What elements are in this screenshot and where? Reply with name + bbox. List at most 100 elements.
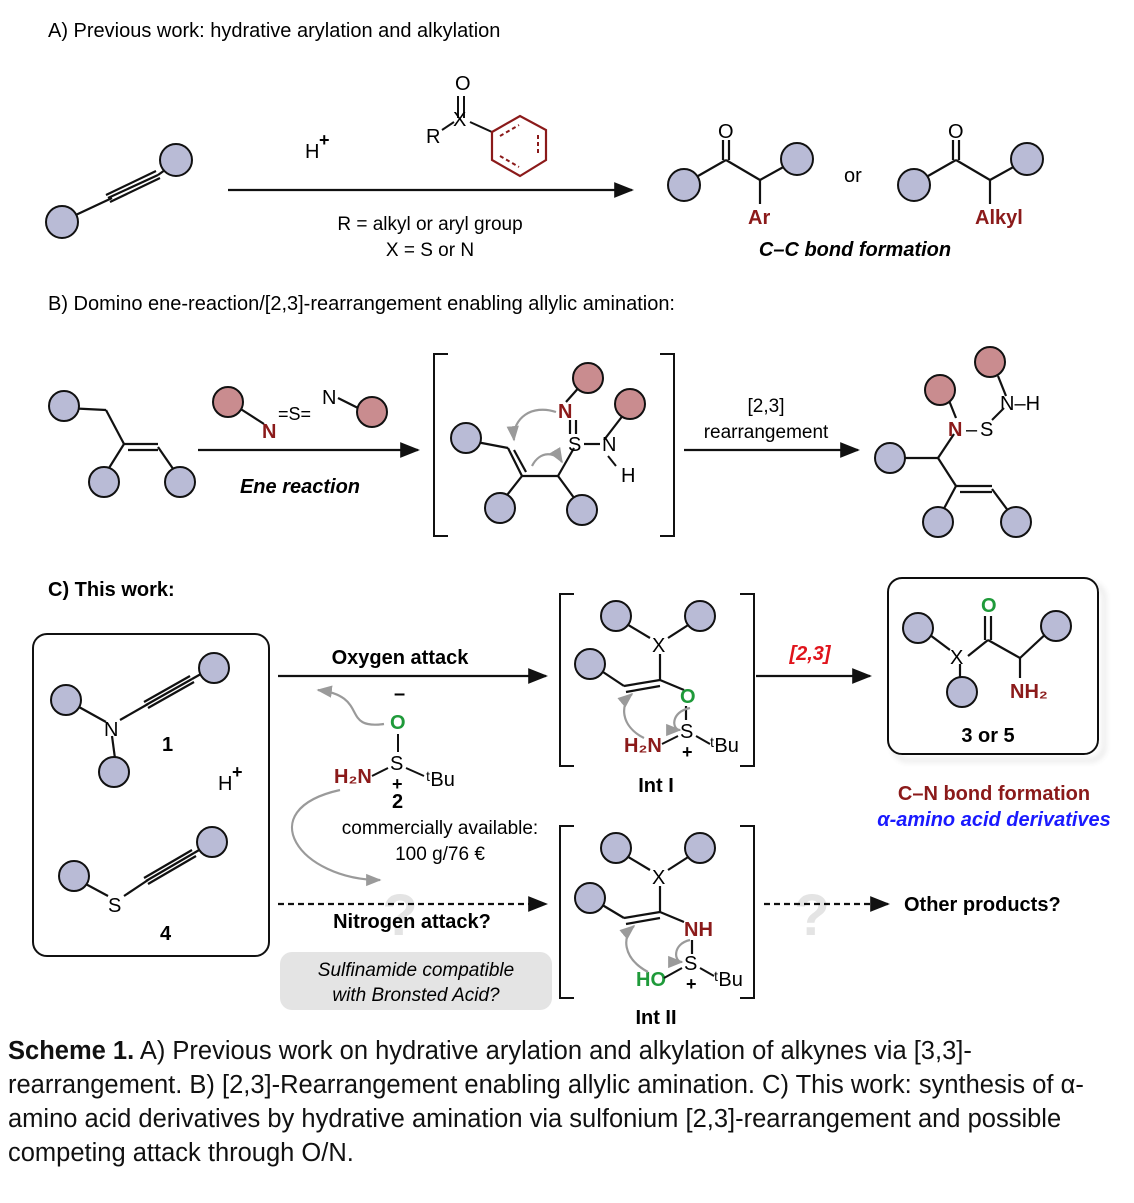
svg-text:X: X [652, 635, 665, 657]
substituent-node [897, 168, 931, 202]
aryl-ketone-product [683, 140, 797, 204]
svg-text:H: H [621, 465, 635, 487]
svg-text:ᵗBu: ᵗBu [710, 735, 739, 757]
substituent-node-red [924, 374, 956, 406]
svg-text:H₂N: H₂N [334, 766, 372, 788]
sulfur-diimide-reagent: N =S= N [212, 386, 388, 443]
alkyne-a [64, 161, 177, 221]
substituent-node [98, 756, 130, 788]
substituent-node [48, 390, 80, 422]
substituent-node [667, 168, 701, 202]
substituent-node [874, 442, 906, 474]
svg-text:S: S [980, 419, 993, 441]
svg-text:O: O [981, 595, 997, 617]
caption-text: A) Previous work on hydrative arylation … [8, 1037, 1084, 1167]
reaction-scheme: A) Previous work: hydrative arylation an… [32, 20, 1111, 1029]
reagent-r: R [426, 126, 440, 148]
substituent-node [196, 826, 228, 858]
substituent-node [88, 466, 120, 498]
curved-arrow [617, 693, 645, 739]
s-label: S [108, 895, 121, 917]
curved-arrow [668, 938, 691, 969]
rearrangement-label-c: [2,3] [788, 643, 831, 665]
substituent-node [450, 422, 482, 454]
cc-bond-label: C–C bond formation [759, 239, 951, 261]
substituent-node [566, 494, 598, 526]
svg-text:–: – [394, 683, 405, 705]
substituent-node [902, 612, 934, 644]
compound-1-label: 1 [162, 734, 173, 756]
alkyl-ketone-product [913, 140, 1027, 204]
or-label: or [844, 165, 862, 187]
ar-label: Ar [748, 207, 770, 229]
svg-text:ᵗBu: ᵗBu [714, 969, 743, 991]
curved-arrow [619, 925, 649, 973]
svg-text:X: X [950, 647, 963, 669]
ene-intermediate [465, 383, 625, 507]
product-label: 3 or 5 [961, 725, 1014, 747]
figure-caption: Scheme 1. A) Previous work on hydrative … [8, 1034, 1126, 1170]
substituent-node [780, 142, 814, 176]
bracket-b [433, 353, 675, 537]
substituent-node [574, 882, 606, 914]
plus-sign: + [319, 130, 330, 150]
substituent-node-red [974, 346, 1006, 378]
svg-text:N: N [602, 434, 616, 456]
ynamide-1 [69, 669, 209, 767]
question-bubble [280, 952, 552, 1010]
product-o: O [948, 121, 964, 143]
bubble-line-2: with Bronsted Acid? [332, 985, 500, 1006]
cn-bond-label: C–N bond formation [898, 783, 1090, 805]
substituent-node [164, 466, 196, 498]
substituent-node [50, 684, 82, 716]
arrow-b2-label-1: [2,3] [748, 396, 785, 417]
substituent-node [600, 832, 632, 864]
plus-sign: + [232, 762, 243, 782]
question-mark-bg: ? [382, 883, 417, 948]
substituent-node [574, 648, 606, 680]
svg-text:S: S [680, 721, 693, 743]
curved-arrow [666, 706, 691, 737]
svg-text:N: N [262, 421, 276, 443]
commercial-label-1: commercially available: [342, 818, 538, 839]
product-o: O [718, 121, 734, 143]
arrow-b2-label-2: rearrangement [704, 422, 829, 443]
svg-text:S: S [684, 953, 697, 975]
alkene-substrate [65, 406, 179, 477]
sulfinamide-2: – O S + H₂N ᵗBu 2 [334, 683, 455, 813]
svg-text:S: S [568, 434, 581, 456]
substituent-node [45, 205, 79, 239]
curved-arrow [506, 408, 557, 442]
int-2-label: Int II [635, 1007, 676, 1029]
curved-arrow [316, 685, 385, 726]
section-c-heading: C) This work: [48, 579, 175, 601]
curved-arrow [531, 446, 563, 467]
substituent-node [1040, 610, 1072, 642]
commercial-label-2: 100 g/76 € [395, 844, 485, 865]
substituent-node [484, 492, 516, 524]
substituent-node-red [572, 362, 604, 394]
int-1-label: Int I [638, 775, 674, 797]
svg-text:O: O [390, 712, 406, 734]
intermediate-2 [593, 851, 697, 954]
reagent-ar-x: O X R [426, 73, 548, 178]
svg-text:S: S [390, 753, 403, 775]
svg-text:+: + [682, 742, 693, 762]
other-products-label: Other products? [904, 894, 1061, 916]
substituent-node [946, 676, 978, 708]
caption-bold: Scheme 1. [8, 1037, 135, 1065]
svg-text:=S=: =S= [278, 404, 311, 424]
svg-text:N: N [322, 387, 336, 409]
svg-text:+: + [392, 774, 403, 794]
svg-text:N: N [948, 419, 962, 441]
section-a-heading: A) Previous work: hydrative arylation an… [48, 20, 500, 42]
n-label: N [104, 719, 118, 741]
reagent-o: O [455, 73, 471, 95]
svg-text:+: + [686, 974, 697, 994]
substituent-node [198, 652, 230, 684]
h-plus-a: H [305, 141, 319, 163]
substituent-node [1000, 506, 1032, 538]
svg-text:NH₂: NH₂ [1010, 681, 1048, 703]
svg-text:O: O [680, 686, 696, 708]
substituent-node [684, 600, 716, 632]
